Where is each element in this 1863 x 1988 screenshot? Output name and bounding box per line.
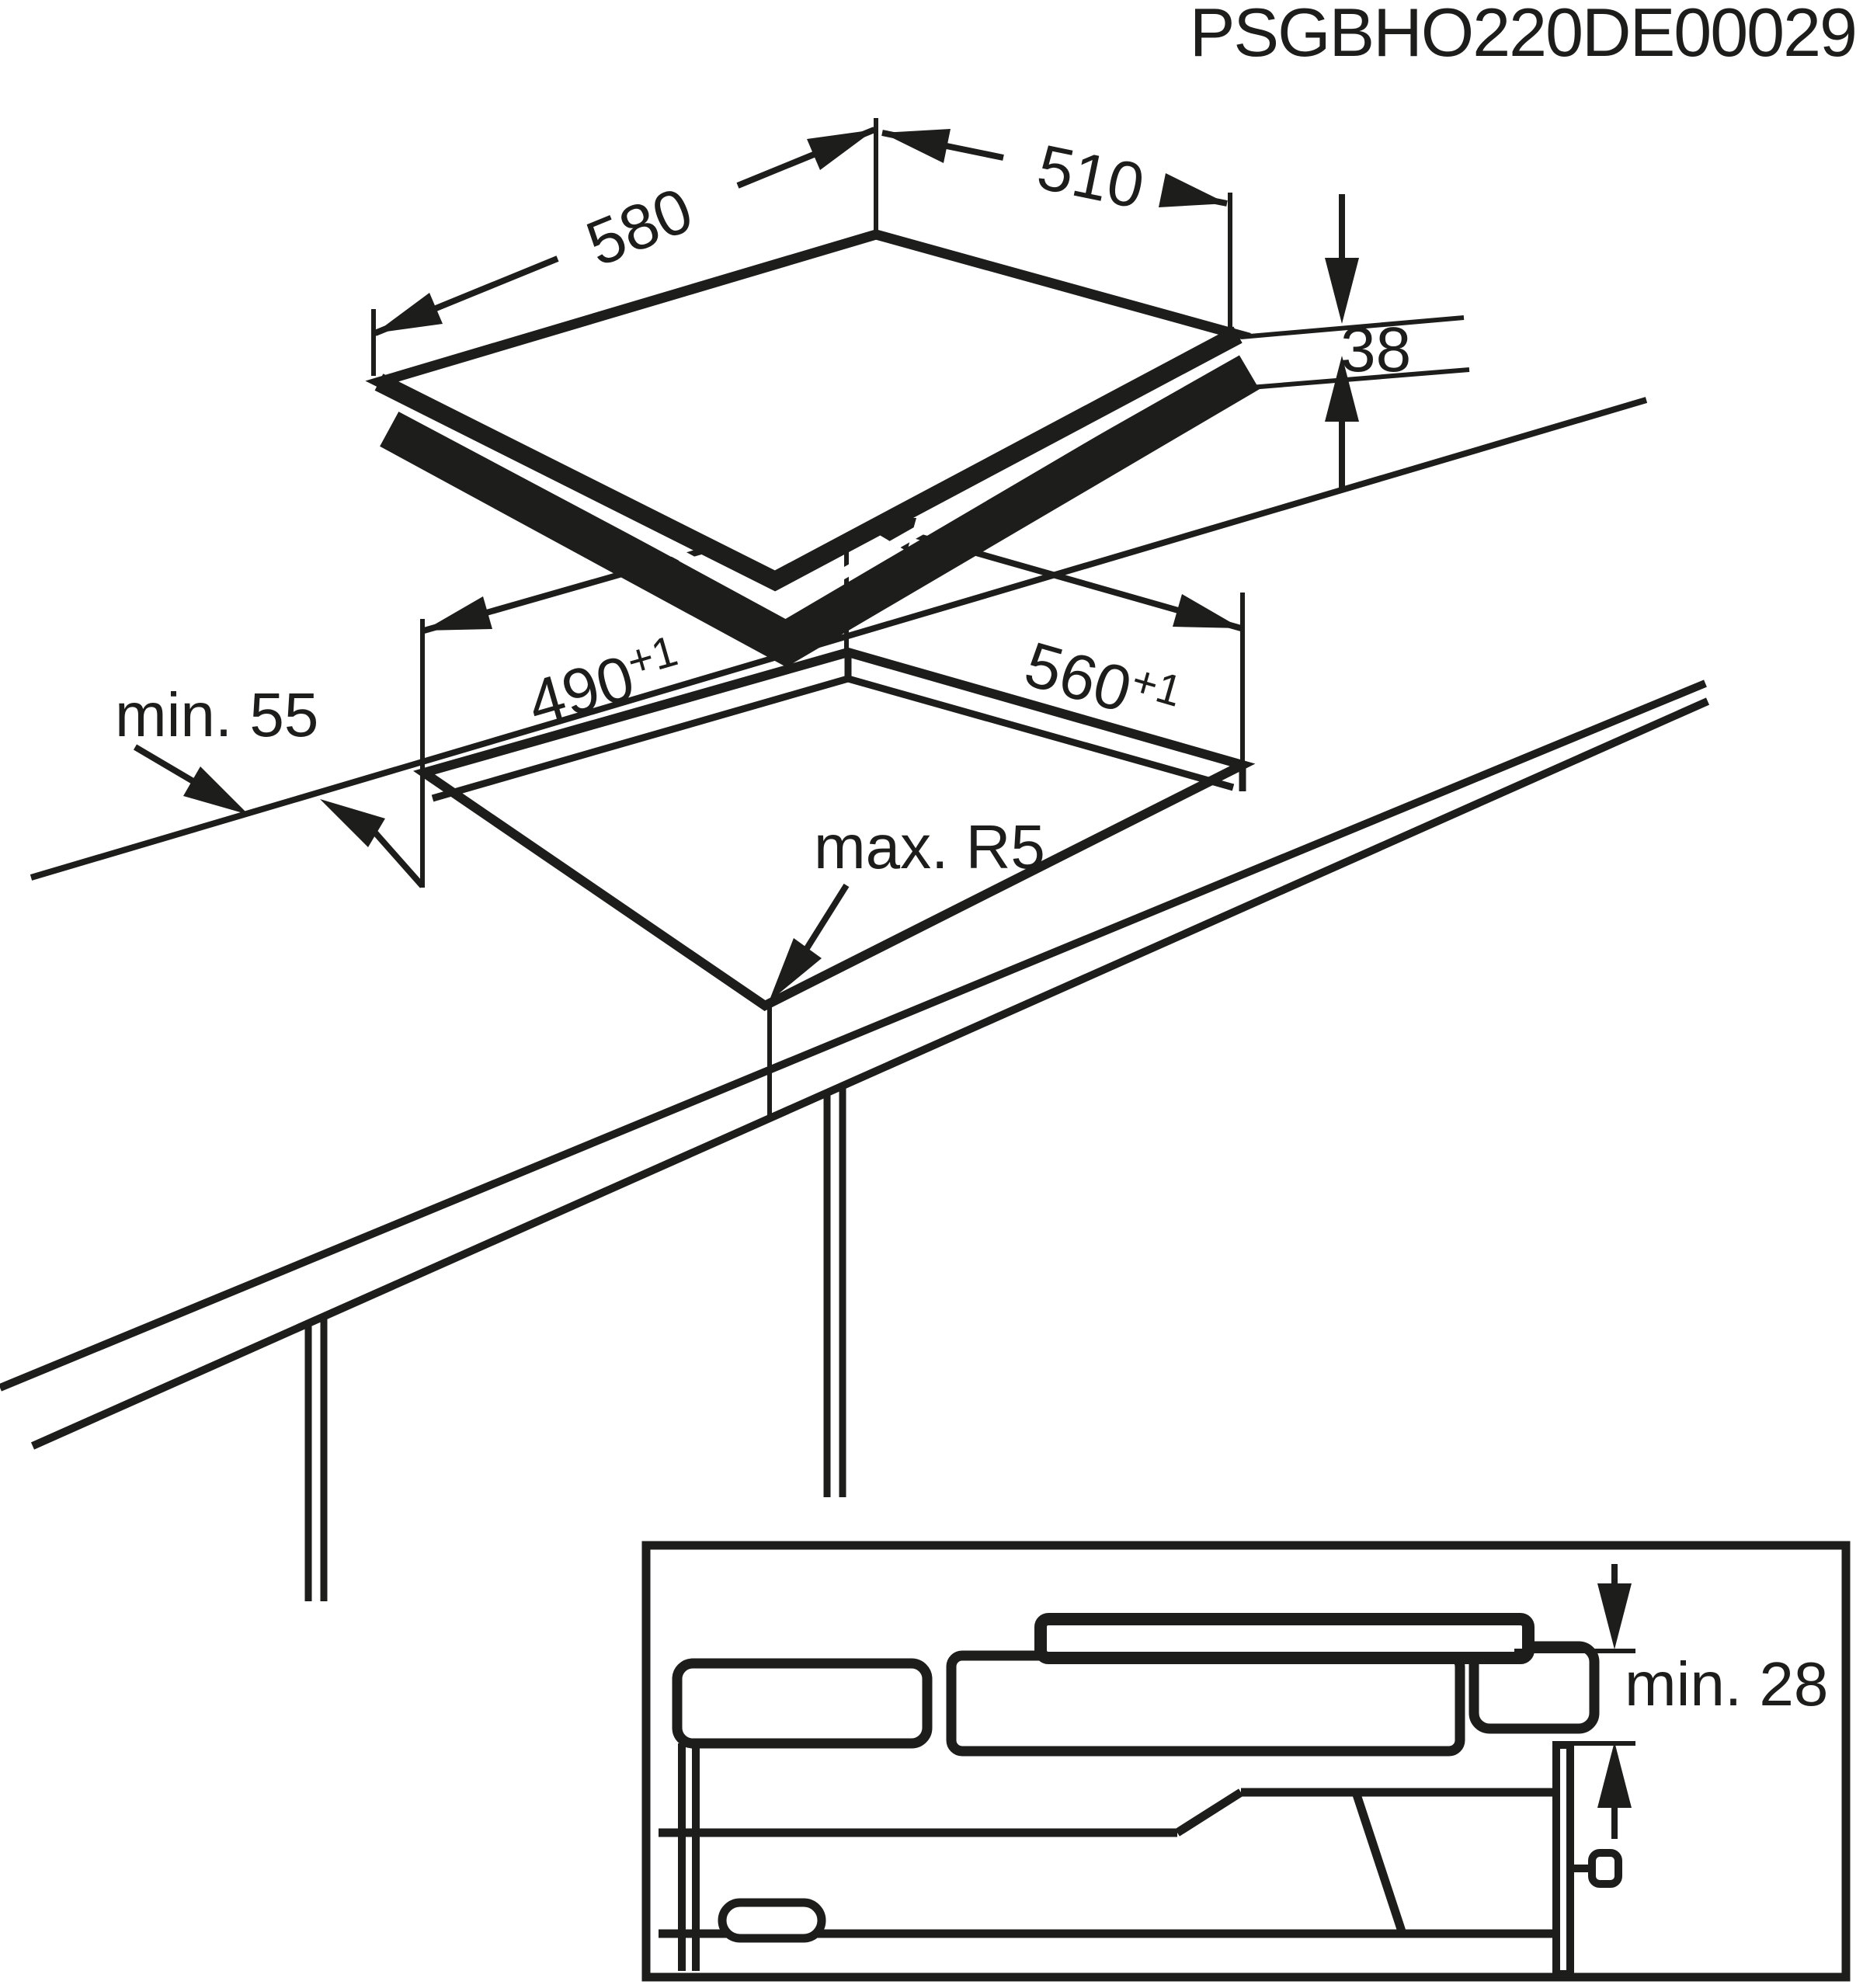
arrowhead-down: [1325, 258, 1359, 324]
countertop-leg-left: [304, 1314, 328, 1601]
control-knob: [1588, 1849, 1622, 1888]
hob-height-label: 38: [1340, 315, 1411, 385]
countertop: [0, 397, 1710, 1601]
inset-clearance-label: min. 28: [1625, 1649, 1828, 1719]
leader-top: [1240, 315, 1465, 339]
cabinet: [659, 1741, 1622, 1978]
arrowhead-up: [1597, 1742, 1632, 1808]
arrowhead: [320, 799, 385, 847]
worktop-cutout: [413, 647, 1256, 1011]
hob-body-section: [946, 1650, 1465, 1757]
corner-radius-label: max. R5: [814, 812, 1045, 881]
drawing-code: PSGBHO220DE00029: [1190, 0, 1856, 71]
annotation-corner-radius: max. R5: [767, 812, 1045, 1118]
arrowhead: [807, 130, 874, 170]
hob-body-gap: [384, 341, 1247, 615]
leader-line: [801, 883, 850, 954]
arrowhead: [183, 766, 249, 815]
arrowhead: [1159, 173, 1227, 207]
countertop-back-edge: [30, 397, 1648, 881]
worktop-left-section: [672, 1658, 933, 1749]
hob: [365, 229, 1260, 668]
arrowhead: [1173, 594, 1241, 628]
inset-side-view: min. 28: [641, 1541, 1851, 1982]
cutout-wall-edge-right: [846, 675, 1235, 791]
dimension-wall-clearance: min. 55: [115, 680, 425, 888]
worktop-section: [672, 1613, 1600, 1757]
arrowhead-down: [1597, 1583, 1632, 1649]
hob-body: [380, 353, 1260, 668]
arrowhead: [375, 293, 443, 333]
cabinet-slope-front: [1175, 1788, 1243, 1837]
arrow-shaft: [372, 829, 425, 888]
dimension-hob-height: 38: [1240, 194, 1470, 488]
hob-glass-section: [1034, 1613, 1535, 1664]
countertop-leg-right: [823, 1083, 846, 1497]
arrow-shaft: [133, 744, 198, 786]
hob-width-label: 580: [577, 175, 702, 280]
dimension-inset-clearance: min. 28: [1514, 1564, 1828, 1839]
arrowhead-up: [1325, 356, 1359, 422]
wall-clearance-label: min. 55: [115, 680, 318, 749]
leader-bottom: [1250, 367, 1470, 390]
arrowhead: [882, 129, 951, 163]
countertop-front-top-edge: [0, 679, 1707, 1392]
hob-glass-near-edges: [374, 326, 1243, 592]
drawer-handle: [718, 1898, 826, 1943]
hob-depth-label: 510: [1031, 132, 1149, 223]
arrowhead: [424, 596, 492, 631]
arrowhead: [769, 938, 822, 1002]
cutout-wall-edge-left: [431, 675, 850, 802]
cabinet-right-panel: [1552, 1741, 1574, 1978]
cabinet-slope-inner: [1351, 1791, 1407, 1935]
inset-frame: [641, 1541, 1851, 1982]
